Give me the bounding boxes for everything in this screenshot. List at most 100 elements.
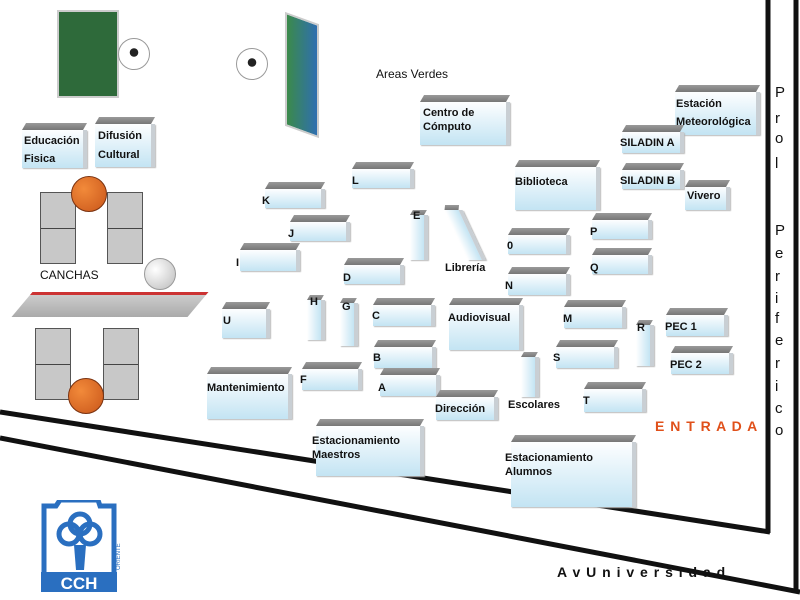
building-s-label: S <box>553 352 561 364</box>
libreria-label: Librería <box>445 262 486 274</box>
building-u[interactable] <box>222 302 271 338</box>
soccer-ball-icon <box>118 38 150 70</box>
building-b[interactable] <box>374 340 437 368</box>
est-alumnos-label-2: Alumnos <box>505 466 553 478</box>
building-p-label: P <box>590 226 598 238</box>
building-m-label: M <box>563 313 573 325</box>
soccer-ball-icon <box>236 48 268 80</box>
basketball-icon <box>68 378 104 414</box>
building-biblioteca[interactable] <box>515 160 601 210</box>
building-d[interactable] <box>344 258 405 284</box>
building-i-label: I <box>236 257 240 269</box>
building-r[interactable] <box>636 320 654 366</box>
cch-oriente-logo: CCH ORIENTE <box>41 500 122 593</box>
siladin-a-label: SILADIN A <box>620 137 675 149</box>
prol-letter: r <box>775 110 781 127</box>
difusion-label-2: Cultural <box>98 149 140 161</box>
building-mantenimiento[interactable] <box>207 367 293 419</box>
building-difusion-cultural[interactable] <box>95 117 156 167</box>
building-escolares[interactable] <box>521 352 539 397</box>
est-maestros-label-1: Estacionamiento <box>312 435 401 447</box>
estacion-label-1: Estación <box>676 98 722 110</box>
building-m[interactable] <box>564 300 627 328</box>
building-estacion-meteorologica[interactable] <box>675 85 761 135</box>
areas-verdes-label: Areas Verdes <box>376 67 449 81</box>
building-siladin-b[interactable] <box>622 163 685 189</box>
biblioteca-label: Biblioteca <box>515 176 568 188</box>
estacion-label-2: Meteorológica <box>676 116 751 128</box>
siladin-b-label: SILADIN B <box>620 175 675 187</box>
building-p[interactable] <box>592 213 653 239</box>
building-i[interactable] <box>240 243 301 271</box>
basketball-court <box>35 328 71 400</box>
building-t-label: T <box>583 395 590 407</box>
periferico-letter: i <box>775 378 780 395</box>
pec2-label: PEC 2 <box>670 359 702 371</box>
building-s[interactable] <box>556 340 619 368</box>
building-h[interactable] <box>307 295 325 340</box>
building-g[interactable] <box>340 298 358 346</box>
building-l-label: L <box>352 175 359 187</box>
direccion-label: Dirección <box>435 403 486 415</box>
building-estacionamiento-maestros[interactable] <box>316 419 425 476</box>
building-b-label: B <box>373 352 381 364</box>
building-0-label: 0 <box>507 240 514 252</box>
av-universidad-label: A v U n i v e r s i d a d <box>557 564 727 580</box>
building-a-label: A <box>378 382 386 394</box>
building-e[interactable] <box>410 210 428 260</box>
road-outer-line <box>0 435 800 595</box>
building-direccion[interactable] <box>436 390 499 420</box>
building-estacionamiento-alumnos[interactable] <box>511 435 637 507</box>
building-centro-computo[interactable] <box>420 95 511 145</box>
periferico-letter: e <box>775 245 785 262</box>
soccer-field <box>57 10 119 98</box>
computo-label-2: Cómputo <box>423 121 472 133</box>
canchas-label: CANCHAS <box>40 268 99 282</box>
periferico-letter: r <box>775 268 781 285</box>
building-k[interactable] <box>265 182 326 208</box>
periferico-letter: e <box>775 332 785 349</box>
pec1-label: PEC 1 <box>665 321 697 333</box>
building-f-label: F <box>300 374 307 386</box>
tilted-field <box>285 11 319 139</box>
building-q[interactable] <box>592 248 653 274</box>
logo-subtext: ORIENTE <box>116 543 122 570</box>
building-a[interactable] <box>380 368 441 396</box>
building-0[interactable] <box>508 228 571 254</box>
est-alumnos-label-1: Estacionamiento <box>505 452 594 464</box>
building-educacion-fisica[interactable] <box>22 123 88 168</box>
building-j[interactable] <box>290 215 351 241</box>
basketball-court <box>107 192 143 264</box>
periferico-letter: r <box>775 355 781 372</box>
basketball-icon <box>71 176 107 212</box>
building-u-label: U <box>223 315 231 327</box>
educacion-label-1: Educación <box>24 135 80 147</box>
periferico-letter: i <box>775 290 780 307</box>
building-vivero[interactable] <box>685 180 731 210</box>
periferico-letter: o <box>775 422 785 439</box>
computo-label-1: Centro de <box>423 107 475 119</box>
prol-letter: l <box>775 155 780 172</box>
entrada-label: E N T R A D A <box>655 418 759 434</box>
logo-text: CCH <box>61 574 98 593</box>
periferico-letter: f <box>775 310 781 327</box>
building-n-label: N <box>505 280 513 292</box>
est-maestros-label-2: Maestros <box>312 449 361 461</box>
mantenimiento-label: Mantenimiento <box>207 382 285 394</box>
building-siladin-a[interactable] <box>622 125 685 153</box>
building-c[interactable] <box>373 298 436 326</box>
prol-letter: P <box>775 84 787 101</box>
building-audiovisual[interactable] <box>449 298 524 350</box>
building-t[interactable] <box>584 382 647 412</box>
building-pec2[interactable] <box>671 346 734 374</box>
building-f[interactable] <box>302 362 363 390</box>
basketball-court <box>40 192 76 264</box>
building-n[interactable] <box>508 267 571 295</box>
building-pec1[interactable] <box>666 308 729 336</box>
periferico-letter: c <box>775 400 784 417</box>
building-g-label: G <box>342 301 351 313</box>
basketball-court <box>103 328 139 400</box>
audiovisual-label: Audiovisual <box>448 312 511 324</box>
building-l[interactable] <box>352 162 415 188</box>
